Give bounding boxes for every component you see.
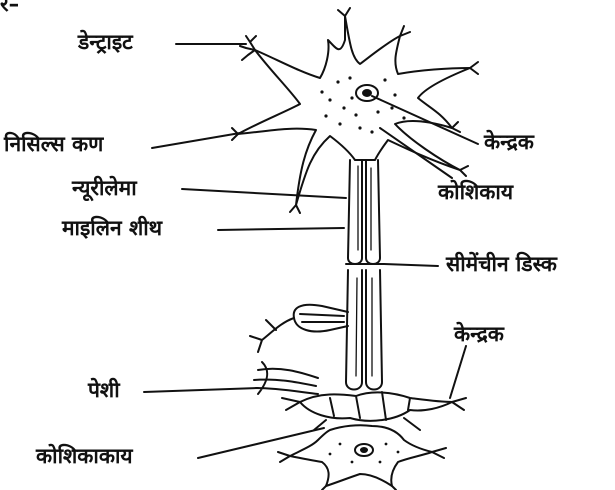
nucleolus-lower [361,448,367,452]
myelin-sheath-lower-right [366,270,382,390]
leader-neurilemma [182,189,346,198]
myelin-sheath-lower-left [346,270,362,390]
axon-core-lower [356,278,372,376]
leader-muscle [144,388,258,392]
label-cell-body-bottom: कोशिकाकाय [36,446,133,467]
muscle-fibre [254,362,318,394]
label-muscle: पेशी [88,380,120,401]
cell-body-outline [238,16,470,205]
label-nucleus-top: केन्द्रक [484,132,534,153]
leader-cell-body-bottom [198,428,324,458]
leader-cell-body-top [380,128,452,178]
leader-node [384,264,438,266]
axon-core-upper [358,166,371,250]
label-myelin-sheath: माइलिन शीथ [62,218,162,239]
label-nucleus-bottom: केन्द्रक [454,324,504,345]
label-dendrite: डेन्ट्राइट [78,32,133,53]
myelin-sheath-upper-left [348,160,362,264]
leader-myelin [218,228,344,230]
label-nissl-granules: निसिल्स कण [4,134,103,155]
leader-nucleus-bottom [450,346,466,398]
axon-collateral [294,305,348,332]
label-neurilemma: न्यूरीलेमा [72,178,137,199]
corner-text: र– [0,0,19,15]
dendrite-tip [240,36,256,60]
label-node: सीमेंचीन डिस्क [446,254,557,275]
myelin-sheath-upper-right [366,160,380,264]
nucleolus-upper [363,90,371,96]
end-plate [300,392,452,421]
label-cell-body-top: कोशिकाय [438,182,513,203]
leader-nissl [152,133,240,148]
collateral-ending [250,318,294,352]
